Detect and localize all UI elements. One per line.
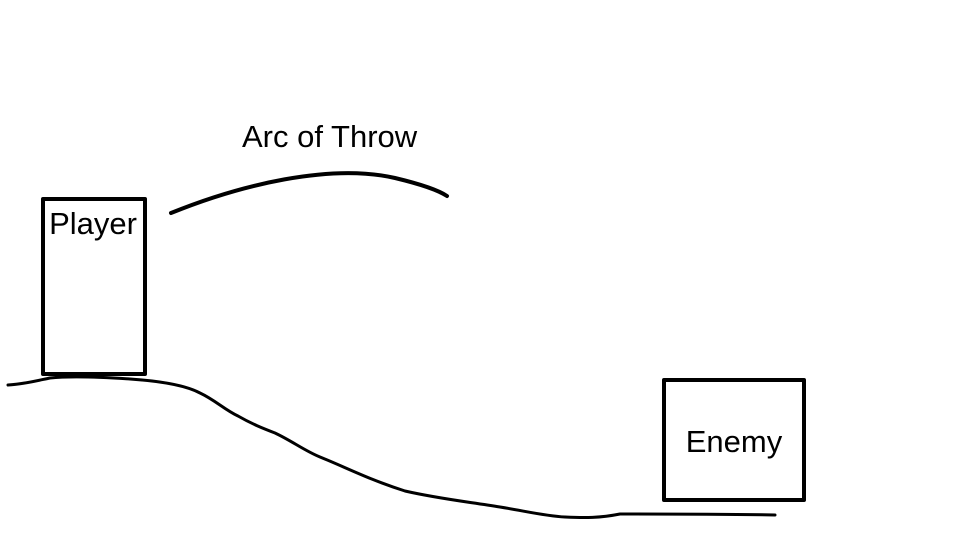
enemy-box — [662, 378, 806, 502]
arc-label: Arc of Throw — [242, 119, 418, 154]
enemy-label: Enemy — [686, 424, 783, 459]
player-box — [41, 197, 147, 376]
throw-arc — [169, 171, 449, 215]
player-label: Player — [49, 206, 137, 241]
ground-line — [6, 375, 777, 520]
